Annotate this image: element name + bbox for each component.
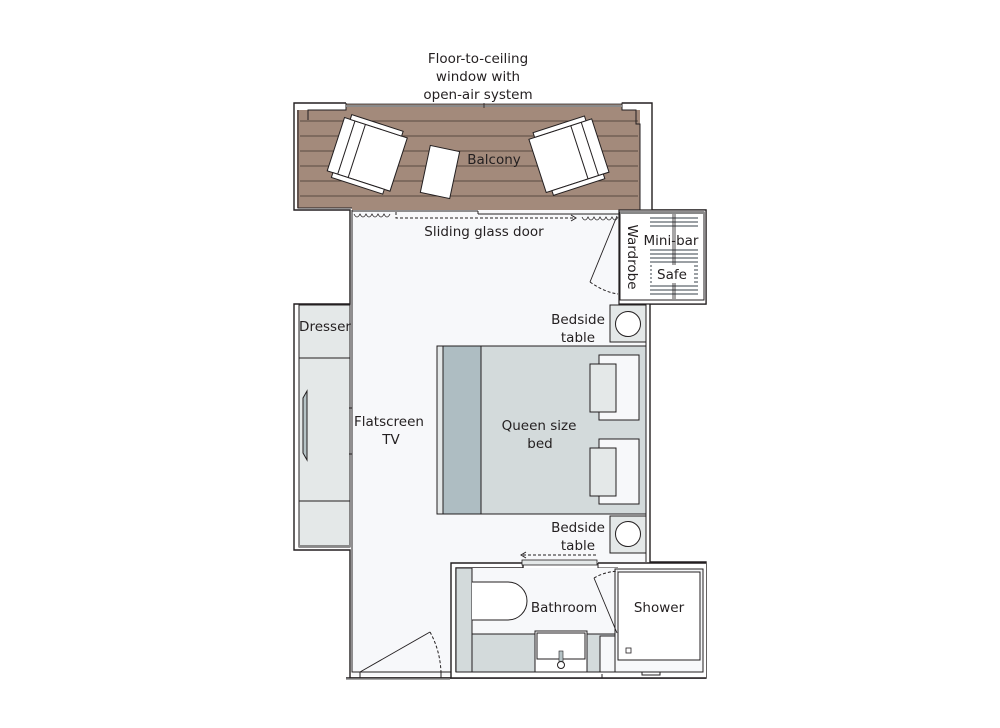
wardrobe-label: Wardrobe <box>624 224 640 289</box>
pillow-icon <box>589 354 640 421</box>
armchair-icon <box>326 113 408 195</box>
svg-text:bed: bed <box>527 436 552 452</box>
svg-text:Bedside: Bedside <box>551 312 605 328</box>
bed-label: Queen size bed <box>502 418 577 452</box>
wardrobe: Mini-bar Safe Wardrobe <box>618 209 707 305</box>
pillow-icon <box>589 438 640 505</box>
dresser: Dresser <box>298 304 351 548</box>
shower-label: Shower <box>634 600 685 616</box>
round-table-icon <box>615 521 641 547</box>
bathroom-label: Bathroom <box>531 600 597 616</box>
svg-text:window with: window with <box>436 69 520 85</box>
tv-icon <box>302 389 352 462</box>
door-swing-icon <box>589 215 619 295</box>
round-table-icon <box>615 311 641 337</box>
window-label: Floor-to-ceiling window with open-air sy… <box>423 51 532 103</box>
svg-text:Bedside: Bedside <box>551 520 605 536</box>
bathtub-icon <box>472 581 528 621</box>
door-swing-icon <box>359 631 431 673</box>
svg-text:open-air system: open-air system <box>423 87 532 103</box>
armchair-icon <box>528 115 610 197</box>
entry-door[interactable] <box>359 631 442 678</box>
sink-icon <box>534 630 588 673</box>
sliding-door-label: Sliding glass door <box>424 224 544 240</box>
safe-label: Safe <box>657 267 687 283</box>
bed-icon <box>436 345 647 515</box>
shower: Shower <box>599 568 704 673</box>
side-table-icon <box>419 144 461 200</box>
minibar-label: Mini-bar <box>644 233 699 249</box>
bedside-table-top: Bedside table <box>551 304 647 346</box>
curtain-icon <box>353 213 619 221</box>
svg-text:Floor-to-ceiling: Floor-to-ceiling <box>428 51 528 67</box>
svg-text:Queen size: Queen size <box>502 418 577 434</box>
svg-text:TV: TV <box>381 432 400 448</box>
svg-text:Flatscreen: Flatscreen <box>354 414 424 430</box>
bedside-table-bottom: Bedside table <box>551 515 647 554</box>
dresser-label: Dresser <box>299 319 351 335</box>
balcony-label: Balcony <box>467 152 521 168</box>
tv-label: Flatscreen TV <box>354 414 424 448</box>
svg-text:table: table <box>561 330 595 346</box>
bottom-wall <box>346 672 706 680</box>
svg-text:table: table <box>561 538 595 554</box>
sliding-glass-door: Sliding glass door <box>352 210 620 240</box>
door-swing-icon <box>593 570 619 634</box>
